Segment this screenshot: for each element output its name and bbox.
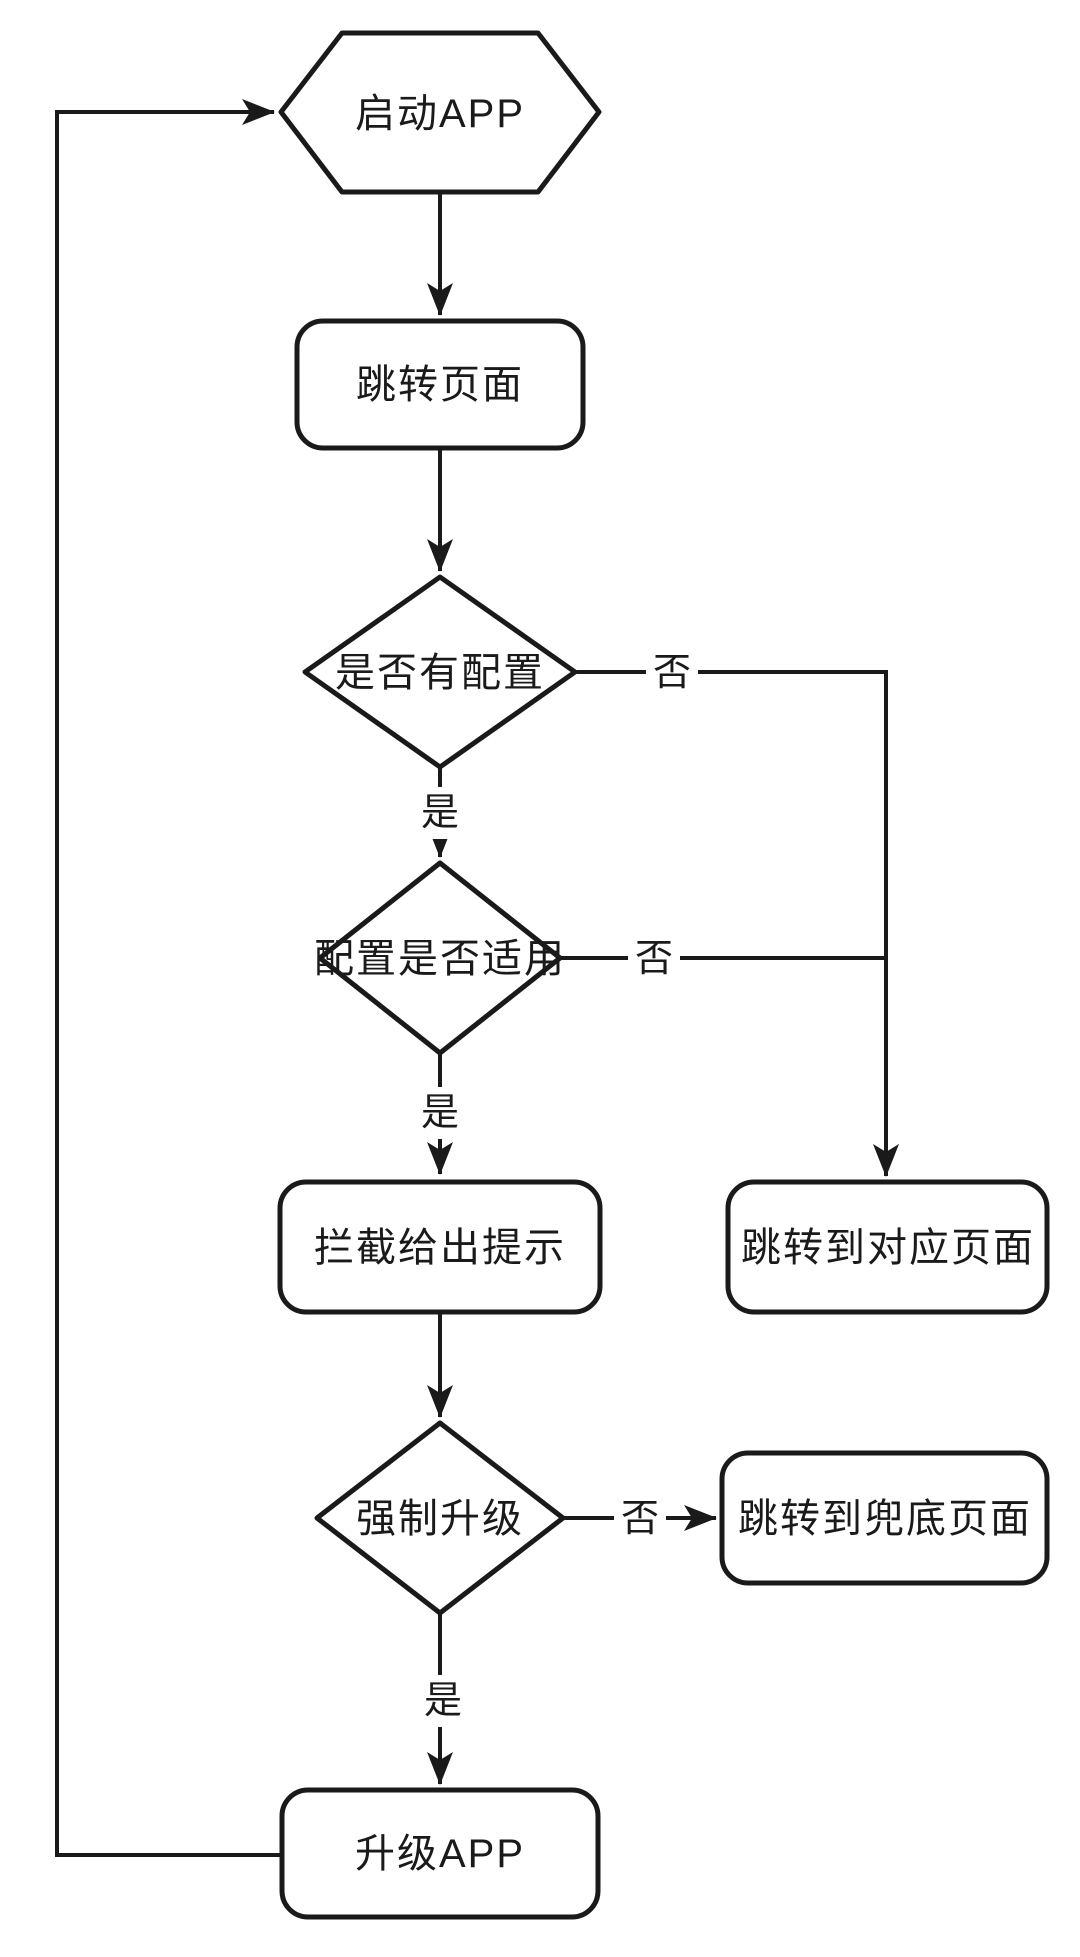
- hexagon-shape: [278, 30, 602, 195]
- edge-labels: 否 是 否 是 否 是: [414, 646, 698, 1727]
- node-intercept-prompt: 拦截给出提示: [277, 1179, 603, 1315]
- node-label-has-config: 是否有配置: [335, 651, 545, 695]
- edge-label-bg: [414, 787, 466, 839]
- edge-label-force-upgrade-yes: 是: [424, 1680, 462, 1722]
- rounded-rect-shape: [719, 1450, 1050, 1586]
- node-config-applicable: 配置是否适用: [314, 860, 566, 1056]
- rounded-rect-shape: [294, 318, 586, 451]
- edge-label-has-config-yes: 是: [421, 792, 459, 834]
- node-label-config-applicable: 配置是否适用: [314, 937, 566, 981]
- rounded-rect-shape: [725, 1179, 1050, 1315]
- edge-label-bg: [417, 1675, 469, 1727]
- node-jump-page: 跳转页面: [294, 318, 586, 451]
- edge-label-config-applicable-yes: 是: [421, 1092, 459, 1134]
- edge-has-config-no: [575, 670, 899, 1177]
- rounded-rect-shape: [277, 1179, 603, 1315]
- node-label-start-app: 启动APP: [355, 92, 525, 136]
- edge-upgrade-app-loop-to-start: [55, 99, 282, 1857]
- edge-label-bg: [628, 933, 680, 985]
- node-label-jump-to-target-page: 跳转到对应页面: [741, 1226, 1035, 1270]
- node-jump-to-target-page: 跳转到对应页面: [725, 1179, 1050, 1315]
- node-start-app: 启动APP: [278, 30, 602, 195]
- edge-label-has-config-no: 否: [653, 652, 691, 694]
- edge-label-bg: [646, 646, 698, 698]
- node-label-intercept-prompt: 拦截给出提示: [314, 1226, 566, 1270]
- node-label-jump-to-fallback-page: 跳转到兜底页面: [738, 1497, 1032, 1541]
- edge-label-force-upgrade-no: 否: [621, 1498, 659, 1540]
- diamond-shape: [302, 574, 578, 770]
- diamond-shape: [314, 1420, 566, 1616]
- edge-label-bg: [614, 1493, 666, 1545]
- edge-label-config-applicable-no: 否: [635, 938, 673, 980]
- node-has-config: 是否有配置: [302, 574, 578, 770]
- diamond-shape: [317, 860, 563, 1056]
- rounded-rect-shape: [279, 1787, 601, 1920]
- node-label-force-upgrade: 强制升级: [356, 1497, 524, 1541]
- edge-label-bg: [414, 1087, 466, 1139]
- node-label-jump-page: 跳转页面: [356, 363, 524, 407]
- node-label-upgrade-app: 升级APP: [355, 1832, 525, 1876]
- node-force-upgrade: 强制升级: [314, 1420, 566, 1616]
- node-upgrade-app: 升级APP: [279, 1787, 601, 1920]
- node-jump-to-fallback-page: 跳转到兜底页面: [719, 1450, 1050, 1586]
